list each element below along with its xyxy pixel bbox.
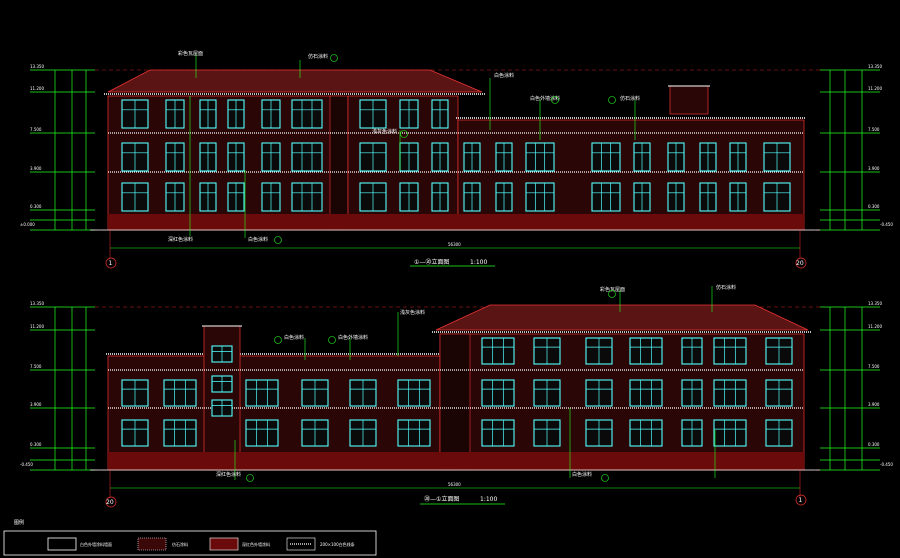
legend-label: 图例 <box>14 519 24 526</box>
window <box>397 379 431 407</box>
level-markers-right-1 <box>820 69 880 231</box>
window <box>481 419 515 447</box>
window <box>291 142 323 172</box>
window <box>397 419 431 447</box>
legend-swatch-stone <box>137 537 167 551</box>
legend-item-2: 深红色外墙涂料 <box>242 541 270 547</box>
annotation-e2-2: 白色涂料 <box>284 334 304 341</box>
window <box>291 99 323 129</box>
window <box>291 182 323 212</box>
svg-text:3.900: 3.900 <box>30 166 42 171</box>
svg-text:-0.450: -0.450 <box>880 222 893 227</box>
elevation-title-2: ⑳—①立面图 <box>424 495 459 503</box>
annotation-e1-5: 浅灰色涂料 <box>372 128 397 135</box>
annotation-e2-3: 白色外墙涂料 <box>338 334 368 341</box>
window <box>713 379 747 407</box>
elevation-scale-1: 1:100 <box>470 259 487 266</box>
windows-elevation-1 <box>121 99 791 212</box>
level-markers-left-1 <box>30 69 95 231</box>
svg-text:3.900: 3.900 <box>868 402 880 407</box>
annotation-e2-5: 深红色涂料 <box>216 471 241 478</box>
legend-item-0: 白色外墙涂料墙面 <box>80 541 112 547</box>
legend-swatch-white <box>47 537 77 551</box>
svg-text:0.300: 0.300 <box>868 204 880 209</box>
svg-text:3.900: 3.900 <box>868 166 880 171</box>
annotation-e1-3: 白色外墙涂料 <box>530 95 560 102</box>
svg-text:13.350: 13.350 <box>30 301 44 306</box>
dimension-total-2: 56300 <box>448 482 461 487</box>
svg-text:11.200: 11.200 <box>868 324 882 329</box>
annotation-e1-0: 彩色瓦屋面 <box>178 50 203 57</box>
window <box>481 379 515 407</box>
window <box>591 142 621 172</box>
axis-bubble-right-2 <box>795 494 807 506</box>
window <box>163 379 197 407</box>
window <box>245 379 279 407</box>
annotation-e1-2: 白色涂料 <box>494 72 514 79</box>
svg-text:0.300: 0.300 <box>30 204 42 209</box>
svg-text:-0.450: -0.450 <box>880 462 893 467</box>
legend-item-3: 200×100白色线条 <box>320 541 355 547</box>
elevation-scale-2: 1:100 <box>480 496 497 503</box>
annotation-e1-4: 仿石涂料 <box>620 95 640 102</box>
elevation-title-1: ①—⑳立面图 <box>414 258 449 266</box>
elevation-1: 彩色瓦屋面 仿石涂料 白色涂料 白色外墙涂料 仿石涂料 浅灰色涂料 深红色涂料 … <box>30 50 880 269</box>
svg-text:13.350: 13.350 <box>868 301 882 306</box>
window <box>629 337 663 365</box>
window <box>525 182 555 212</box>
windows-elevation-2 <box>121 337 793 447</box>
level-texts: 13.350 11.200 7.500 3.900 0.300 ±0.000 1… <box>20 64 893 467</box>
window <box>629 419 663 447</box>
level-markers-right-2 <box>820 306 880 471</box>
svg-text:1: 1 <box>109 260 113 267</box>
window <box>481 337 515 365</box>
annotation-e1-7: 白色涂料 <box>248 236 268 243</box>
svg-text:7.500: 7.500 <box>868 127 880 132</box>
svg-text:7.500: 7.500 <box>30 127 42 132</box>
legend-item-1: 仿石涂料 <box>172 541 188 547</box>
annotation-e2-6: 白色涂料 <box>572 471 592 478</box>
annotation-e2-0: 彩色瓦屋面 <box>600 286 625 293</box>
window <box>163 419 197 447</box>
axis-bubble-left-1 <box>105 257 117 269</box>
svg-text:-0.450: -0.450 <box>20 462 33 467</box>
window <box>245 419 279 447</box>
svg-text:7.500: 7.500 <box>868 364 880 369</box>
svg-text:13.350: 13.350 <box>30 64 44 69</box>
legend-swatch-line <box>286 537 316 551</box>
building-wing-1 <box>457 119 805 231</box>
annotation-e1-6: 深红色涂料 <box>168 236 193 243</box>
annotation-e2-4: 浅灰色涂料 <box>400 309 425 316</box>
dimension-total-1: 56300 <box>448 242 461 247</box>
level-markers-left-2 <box>30 306 95 471</box>
roof-main-1 <box>107 69 483 93</box>
window <box>713 337 747 365</box>
svg-text:±0.000: ±0.000 <box>20 222 35 227</box>
svg-text:0.300: 0.300 <box>30 442 42 447</box>
svg-text:3.900: 3.900 <box>30 402 42 407</box>
svg-text:11.200: 11.200 <box>868 86 882 91</box>
annotation-e1-1: 仿石涂料 <box>308 53 328 60</box>
window <box>525 142 555 172</box>
window <box>629 379 663 407</box>
svg-text:0.300: 0.300 <box>868 442 880 447</box>
legend: 图例 白色外墙涂料墙面 仿石涂料 深红色外墙涂料 200×100白色线条 <box>3 519 377 556</box>
elevation-2: 彩色瓦屋面 仿石涂料 白色涂料 白色外墙涂料 浅灰色涂料 深红色涂料 白色涂料 … <box>30 284 880 508</box>
svg-text:20: 20 <box>106 499 114 506</box>
svg-text:1: 1 <box>799 497 803 504</box>
axis-bubble-right-1 <box>795 257 807 269</box>
legend-swatch-red <box>209 537 239 551</box>
svg-text:7.500: 7.500 <box>30 364 42 369</box>
svg-text:20: 20 <box>796 260 804 267</box>
window <box>713 419 747 447</box>
svg-text:13.350: 13.350 <box>868 64 882 69</box>
axis-bubble-left-2 <box>105 496 117 508</box>
window <box>591 182 621 212</box>
svg-text:11.200: 11.200 <box>30 324 44 329</box>
annotation-e2-1: 仿石涂料 <box>716 284 736 291</box>
svg-text:11.200: 11.200 <box>30 86 44 91</box>
